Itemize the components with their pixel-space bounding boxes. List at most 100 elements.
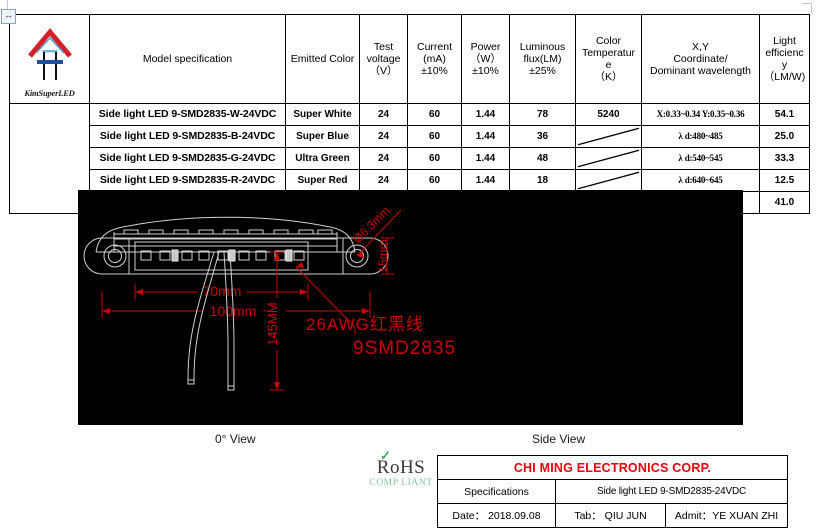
cell-xy-coordinate: λ d:480~485	[641, 125, 760, 148]
cell-model: Side light LED 9-SMD2835-B-24VDC	[89, 125, 286, 148]
rohs-sub-text: COMP LIANT	[369, 478, 433, 488]
rohs-label: ✓ RoHS	[359, 449, 443, 478]
house-logo-icon	[27, 28, 72, 80]
led-array	[140, 250, 305, 261]
cell-model: Side light LED 9-SMD2835-G-24VDC	[89, 147, 286, 170]
cell-power: 1.44	[461, 147, 510, 170]
title-block: CHI MING ELECTRONICS CORP. Specification…	[436, 455, 789, 528]
smd-annotation-leader	[295, 266, 356, 328]
side-pcb-body	[113, 238, 338, 247]
smd-annotation-label: 9SMD2835	[353, 338, 456, 359]
header-xy-coordinate: X,Y Coordinate/ Dominant wavelength	[641, 14, 760, 104]
cell-test-voltage: 24	[359, 169, 408, 192]
right-mount-hole-outer	[345, 244, 369, 268]
title-meta-row: Date： 2018.09.08 Tab： QIU JUN Admit：YE X…	[437, 503, 789, 528]
side-view-group	[95, 216, 356, 391]
not-applicable-slash	[577, 171, 640, 190]
header-emitted-color: Emitted Color	[285, 14, 360, 104]
cell-current: 60	[407, 103, 462, 126]
side-view-caption: Side View	[532, 432, 586, 446]
cell-test-voltage: 24	[359, 147, 408, 170]
not-applicable-slash	[577, 127, 640, 146]
cell-test-voltage: 24	[359, 125, 408, 148]
cell-light-efficiency: 12.5	[759, 169, 810, 192]
cell-color-temperature	[575, 147, 642, 170]
cell-power: 1.44	[461, 103, 510, 126]
title-model-name: Side light LED 9-SMD2835-24VDC	[554, 479, 789, 504]
rohs-check-icon: ✓	[380, 448, 392, 463]
header-model-specification: Model specification	[89, 14, 286, 104]
brand-logo-cell: KimSuperLED	[9, 14, 90, 104]
front-housing-outline	[83, 237, 389, 275]
cell-xy-coordinate: λ d:540~545	[641, 147, 760, 170]
cell-emitted-color: Ultra Green	[285, 147, 360, 170]
cell-xy-coordinate: X:0.33~0.34 Y:0.35~0.36	[641, 103, 760, 126]
header-test-voltage: Test voltage （V）	[359, 14, 408, 104]
title-company-row: CHI MING ELECTRONICS CORP.	[436, 455, 789, 480]
wire-length-label: 145MM	[265, 302, 280, 345]
cell-luminous-flux: 48	[509, 147, 576, 170]
specification-table-container: KimSuperLED Model specification Emitted …	[9, 14, 810, 214]
cell-color-temperature	[575, 169, 642, 192]
cell-color-temperature	[575, 125, 642, 148]
cell-current: 60	[407, 125, 462, 148]
not-applicable-slash	[577, 149, 640, 168]
side-view-dimensions: 145MM 26AWG红黑线	[265, 251, 424, 391]
table-move-handle[interactable]: ↔	[1, 9, 16, 24]
cell-light-efficiency: 41.0	[759, 191, 810, 214]
left-mount-hole-inner	[108, 249, 122, 263]
header-color-temperature: Color Temperatur e （K）	[575, 14, 642, 104]
specification-table: KimSuperLED Model specification Emitted …	[9, 14, 810, 214]
brand-logo-text: KimSuperLED	[24, 88, 75, 99]
side-lens-curve	[95, 216, 356, 253]
wire-left-tip	[187, 379, 195, 385]
cell-power: 1.44	[461, 125, 510, 148]
cell-emitted-color: Super White	[285, 103, 360, 126]
cell-emitted-color: Super Red	[285, 169, 360, 192]
handle-stem	[7, 0, 8, 10]
cell-luminous-flux: 18	[509, 169, 576, 192]
admit-field: Admit：YE XUAN ZHI	[664, 503, 789, 528]
right-mount-hole-inner	[350, 249, 364, 263]
wire-spec-label: 26AWG红黑线	[306, 315, 424, 334]
cell-emitted-color: Super Blue	[285, 125, 360, 148]
cell-light-efficiency: 33.3	[759, 147, 810, 170]
wire-right-tip	[227, 385, 235, 391]
cell-current: 60	[407, 147, 462, 170]
rohs-main-text: RoHS	[376, 457, 426, 478]
lens-window	[134, 241, 309, 271]
date-field: Date： 2018.09.08	[437, 503, 556, 528]
wire-left-edge2	[193, 251, 220, 381]
cell-test-voltage: 24	[359, 103, 408, 126]
left-mount-hole-outer	[103, 244, 127, 268]
table-header-row: KimSuperLED Model specification Emitted …	[9, 14, 810, 104]
cell-luminous-flux: 36	[509, 125, 576, 148]
height-label: 15mm	[376, 239, 390, 272]
cell-light-efficiency: 54.1	[759, 103, 810, 126]
side-led-bumps	[123, 229, 333, 235]
company-name: CHI MING ELECTRONICS CORP.	[436, 455, 789, 480]
cell-luminous-flux: 78	[509, 103, 576, 126]
title-block-table: CHI MING ELECTRONICS CORP. Specification…	[436, 455, 789, 528]
header-luminous-flux: Luminous flux(LM) ±25%	[509, 14, 576, 104]
front-view-group	[83, 237, 389, 275]
wire-right-edge1	[223, 251, 229, 386]
cell-color-temperature: 5240	[575, 103, 642, 126]
specifications-label: Specifications	[437, 479, 556, 504]
cell-model: Side light LED 9-SMD2835-R-24VDC	[89, 169, 286, 192]
rohs-compliant-mark: ✓ RoHS COMP LIANT	[359, 449, 443, 488]
tab-field: Tab： QIU JUN	[555, 503, 666, 528]
cell-xy-coordinate: λ d:640~645	[641, 169, 760, 192]
page-corner-mark	[802, 3, 812, 13]
hole-dim-leader	[356, 209, 402, 257]
header-current: Current (mA) ±10%	[407, 14, 462, 104]
title-spec-row: Specifications Side light LED 9-SMD2835-…	[437, 479, 789, 504]
brand-logo: KimSuperLED	[12, 16, 87, 102]
header-power: Power （W） ±10%	[461, 14, 510, 104]
cell-current: 60	[407, 169, 462, 192]
drawing-svg: Ø6.3mm 15mm 70mm 100mm	[83, 204, 456, 391]
